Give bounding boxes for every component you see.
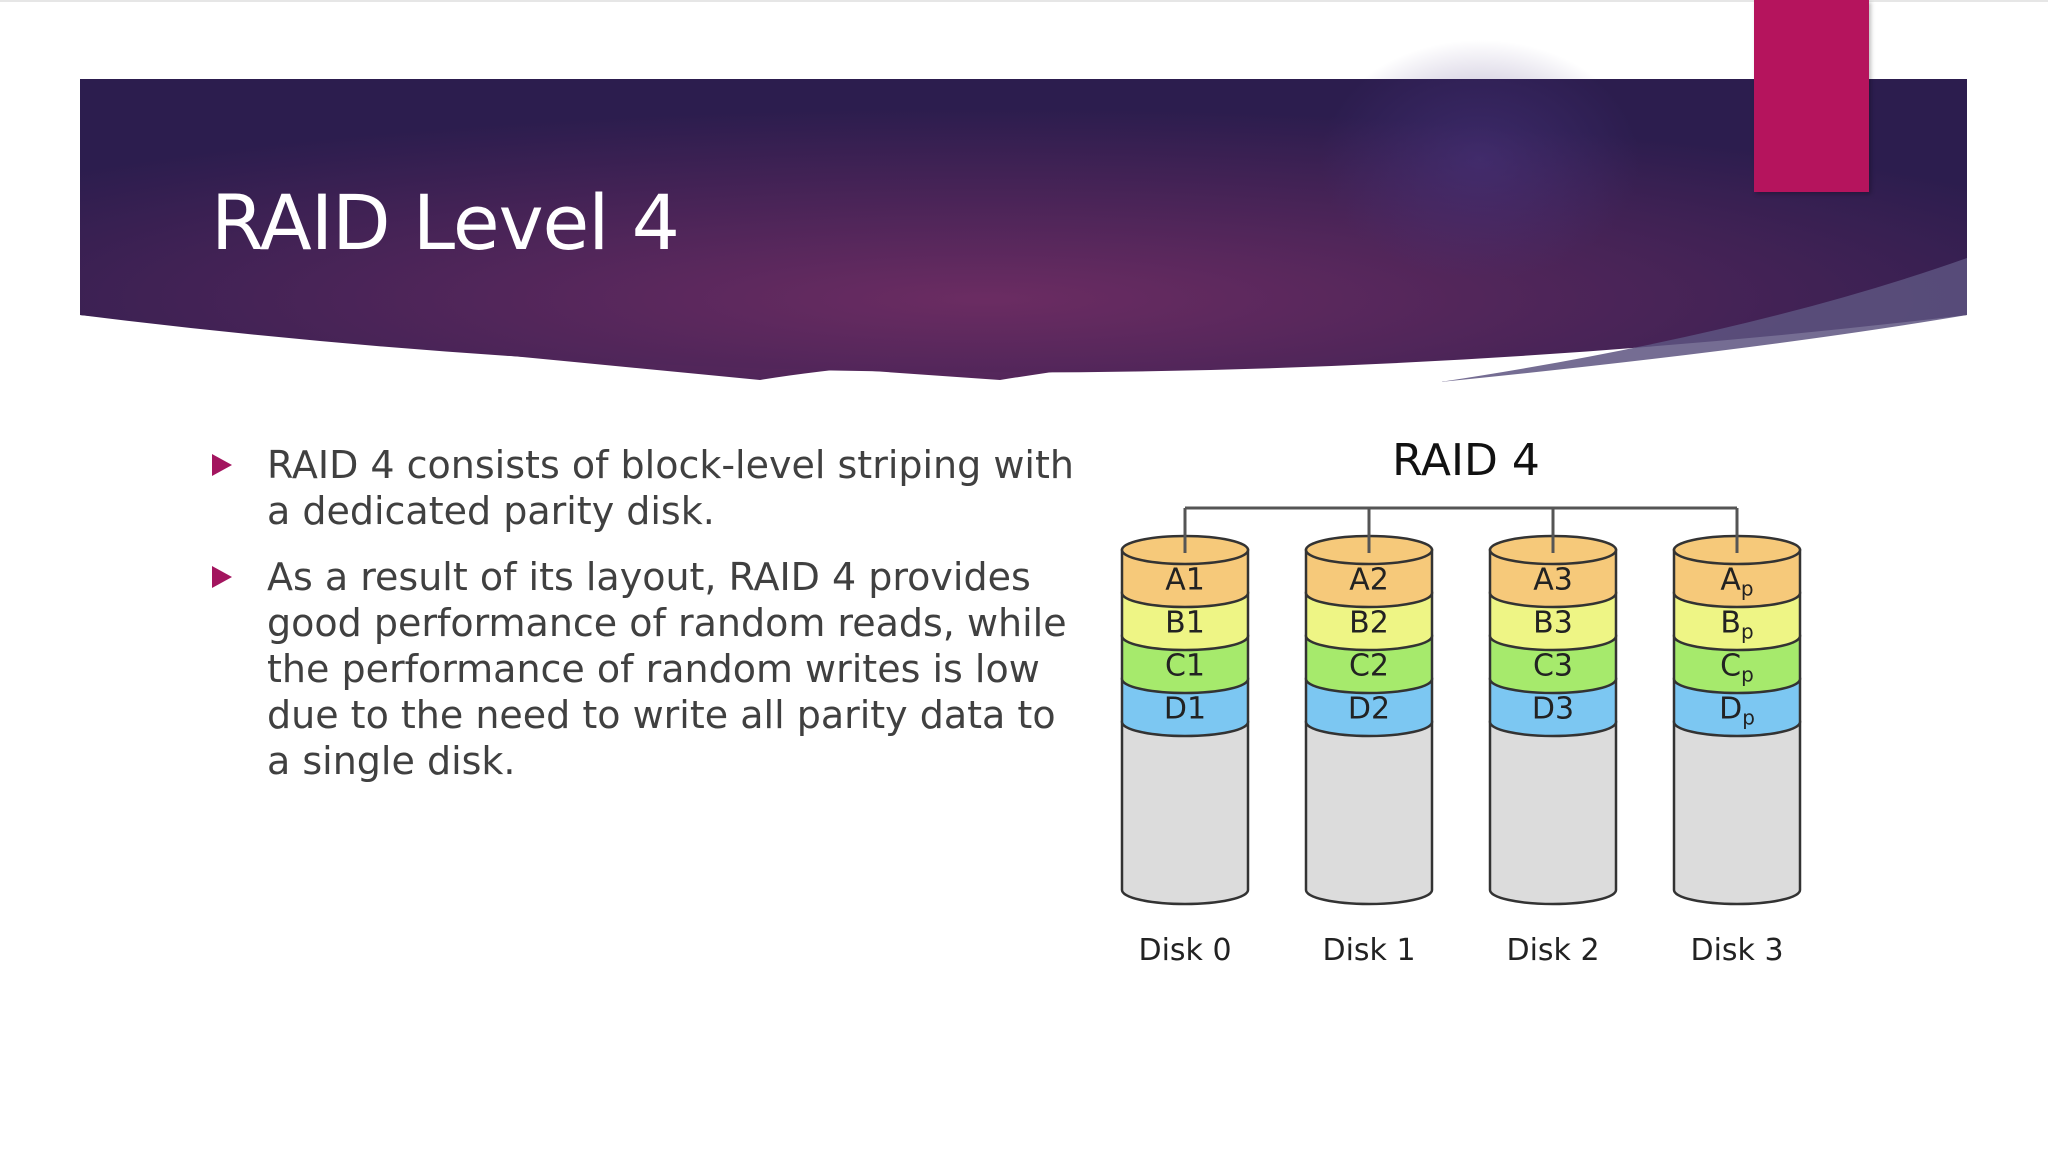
disk-label: Disk 1 (1322, 933, 1415, 968)
disk-band (1304, 591, 1434, 652)
disk-band (1120, 591, 1250, 652)
accent-bar (1754, 0, 1869, 192)
diagram-title: RAID 4 (1392, 435, 1540, 486)
disk-label: Disk 3 (1690, 933, 1783, 968)
block-label: A2 (1349, 563, 1389, 598)
block-label: A1 (1165, 563, 1205, 598)
bullet-arrow-icon (212, 454, 232, 476)
block-label: D2 (1348, 692, 1390, 727)
disk-band (1120, 634, 1250, 695)
disk-body (1304, 720, 1434, 906)
disk-band (1488, 548, 1618, 609)
disk-band (1120, 548, 1250, 609)
disk-band (1304, 634, 1434, 695)
title-banner (80, 40, 1967, 382)
block-label: C1 (1165, 649, 1205, 684)
bullet-item: As a result of its layout, RAID 4 provid… (210, 554, 1090, 784)
bullet-item: RAID 4 consists of block-level striping … (210, 442, 1090, 534)
block-label: Ap (1720, 563, 1753, 601)
disk-band (1304, 548, 1434, 609)
block-label: C3 (1533, 649, 1573, 684)
block-label: Cp (1720, 649, 1754, 687)
disk-band (1672, 548, 1802, 609)
disk-body (1672, 720, 1802, 906)
block-label: C2 (1349, 649, 1389, 684)
block-label: B2 (1349, 606, 1389, 641)
disk-band (1488, 591, 1618, 652)
block-label: B1 (1165, 606, 1205, 641)
disk-body (1488, 720, 1618, 906)
block-label: D1 (1164, 692, 1206, 727)
disk-band (1672, 677, 1802, 738)
disk-band (1120, 677, 1250, 738)
slide-title: RAID Level 4 (211, 178, 680, 267)
block-label: B3 (1533, 606, 1573, 641)
bullet-text: As a result of its layout, RAID 4 provid… (267, 555, 1067, 783)
disk-label: Disk 2 (1506, 933, 1599, 968)
disk-band (1672, 634, 1802, 695)
block-label: Bp (1720, 606, 1753, 644)
disk-label: Disk 0 (1138, 933, 1231, 968)
disk-body (1120, 720, 1250, 906)
disk-band (1488, 634, 1618, 695)
block-label: A3 (1533, 563, 1573, 598)
disk-band (1304, 677, 1434, 738)
block-label: Dp (1719, 692, 1755, 730)
block-label: D3 (1532, 692, 1574, 727)
disk-band (1672, 591, 1802, 652)
bullet-list: RAID 4 consists of block-level striping … (210, 442, 1090, 804)
bullet-arrow-icon (212, 566, 232, 588)
top-divider (0, 0, 2048, 2)
disk-band (1488, 677, 1618, 738)
bullet-text: RAID 4 consists of block-level striping … (267, 443, 1074, 533)
